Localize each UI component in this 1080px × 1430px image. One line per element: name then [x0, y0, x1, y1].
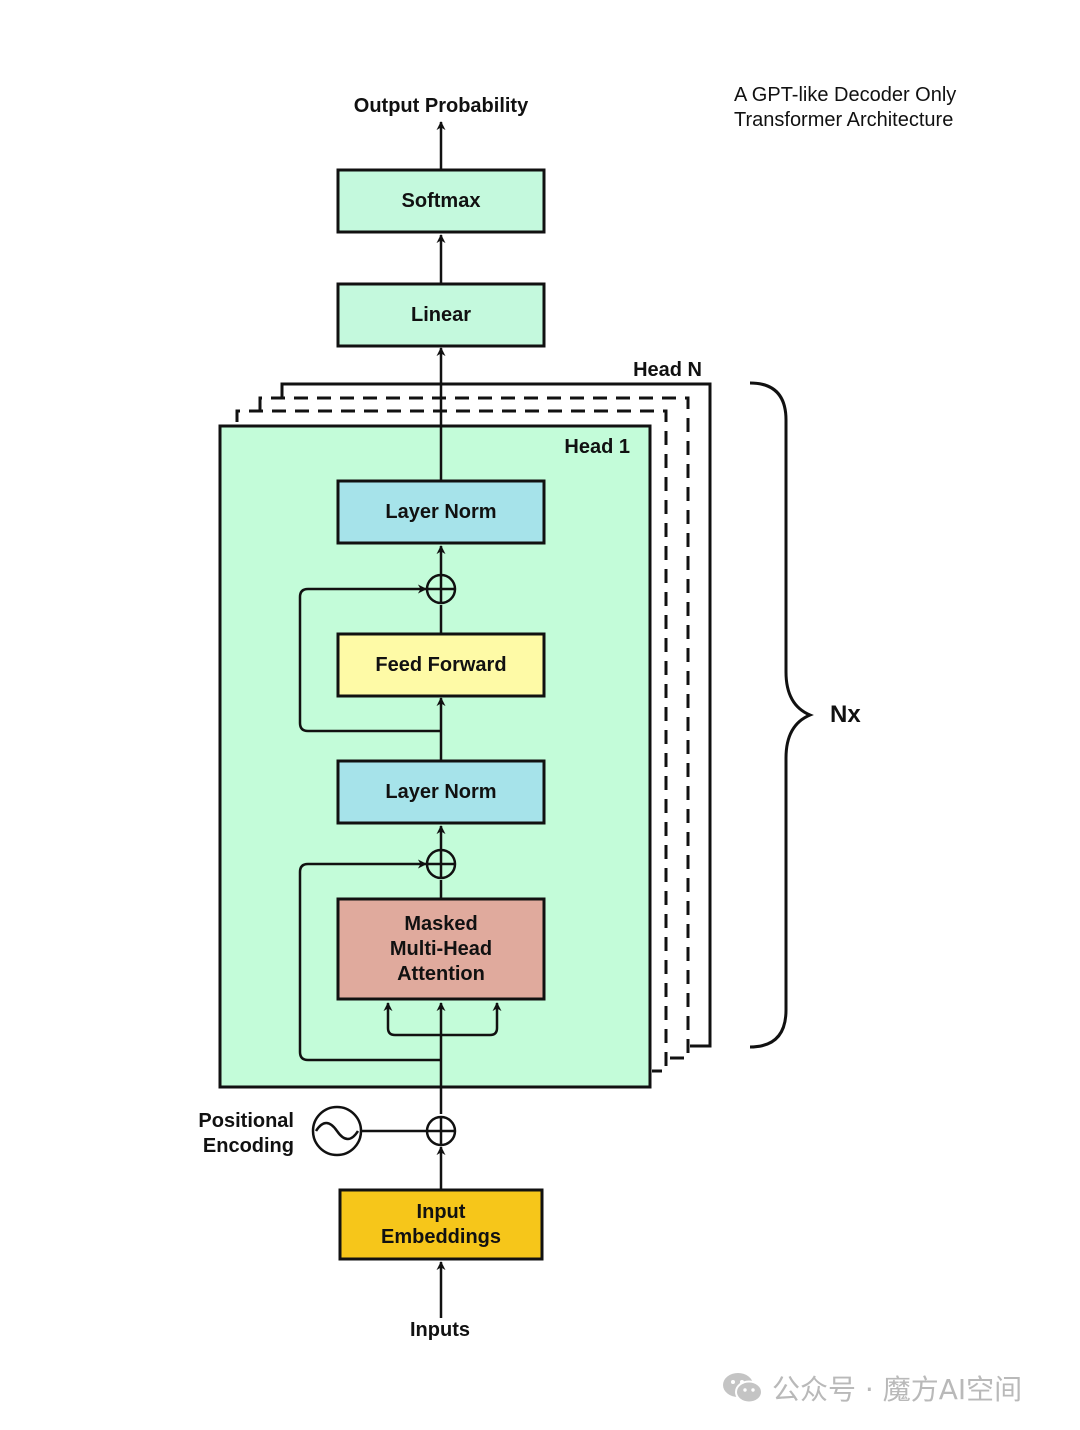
- linear-block: [336, 282, 546, 348]
- layer-norm-top-block: [336, 479, 546, 545]
- wechat-icon: [723, 1373, 763, 1404]
- watermark: 公众号 · 魔方AI空间: [722, 1368, 1022, 1408]
- add-circle-input: [425, 1115, 457, 1147]
- attention-block: [336, 897, 546, 1001]
- head-front-dashed-frame: [235, 409, 668, 1073]
- input-embeddings-block: [338, 1188, 544, 1261]
- output-probability-label: Output Probability: [353, 95, 529, 117]
- positional-encoding-label: Positional Encoding: [198, 1110, 294, 1157]
- head-middle-frame: [258, 396, 690, 1060]
- feed-forward-block: [336, 632, 546, 698]
- residual-connection-1: [298, 859, 441, 1062]
- arrow-attention-left: [383, 1002, 441, 1037]
- head-n-frame: [280, 382, 712, 1048]
- head-1-label: Head 1: [564, 436, 630, 458]
- watermark-text: 公众号 · 魔方AI空间: [772, 1373, 1023, 1406]
- inputs-label: Inputs: [410, 1319, 470, 1341]
- head-n-label: Head N: [633, 359, 702, 381]
- diagram-caption: A GPT-like Decoder Only Transformer Arch…: [734, 84, 957, 131]
- sine-wave-curve: [314, 1121, 360, 1141]
- add-circle-residual-2: [425, 573, 457, 605]
- layer-norm-bottom-block: [336, 759, 546, 825]
- repeat-brace: [749, 381, 814, 1049]
- add-circle-residual-1: [425, 848, 457, 880]
- arrow-attention-right: [441, 1002, 502, 1037]
- residual-connection-2: [298, 584, 441, 733]
- repeat-count-label: Nx: [830, 701, 861, 728]
- softmax-block: [336, 168, 546, 234]
